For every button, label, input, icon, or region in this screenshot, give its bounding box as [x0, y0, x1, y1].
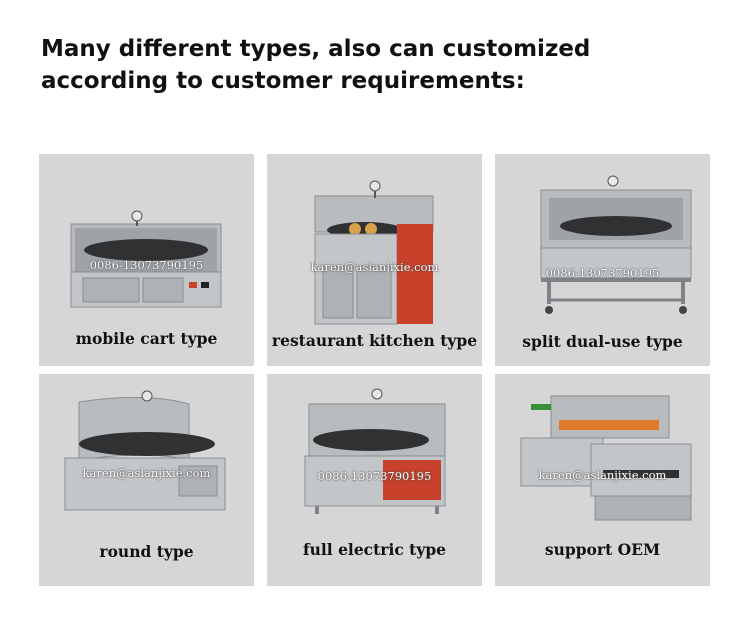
round-machine-image: [64, 390, 226, 511]
mobile-cart-machine-image: [70, 210, 222, 308]
product-watermark: karen@aslanjixie.com: [82, 466, 211, 480]
product-watermark: 0086-13073790195: [545, 266, 660, 280]
product-card-round[interactable]: karen@aslanjixie.com round type: [39, 374, 254, 586]
product-card-oem[interactable]: karen@aslanjixie.com support OEM: [495, 374, 710, 586]
headline-line-1: Many different types, also can customize…: [41, 36, 591, 62]
full-electric-machine-image: [304, 388, 446, 514]
product-watermark: karen@aslanjixie.com: [538, 468, 667, 482]
product-caption: restaurant kitchen type: [271, 331, 478, 350]
split-dual-use-machine-image: [540, 175, 692, 314]
product-caption: full electric type: [302, 540, 447, 559]
product-card-split-dual-use[interactable]: 0086-13073790195 split dual-use type: [495, 154, 710, 366]
product-caption: support OEM: [544, 540, 661, 559]
headline-line-2: according to customer requirements:: [41, 68, 525, 94]
oem-machine-image: [520, 395, 692, 521]
product-caption: round type: [99, 542, 194, 561]
product-card-mobile-cart[interactable]: 0086-13073790195 mobile cart type: [39, 154, 254, 366]
product-caption: split dual-use type: [522, 332, 683, 351]
headline: Many different types, also can customize…: [41, 33, 701, 97]
product-card-restaurant-kitchen[interactable]: karen@aslanjixie.com restaurant kitchen …: [267, 154, 482, 366]
product-watermark: 0086-13073790195: [89, 258, 204, 272]
restaurant-kitchen-machine-image: [314, 180, 434, 325]
product-card-full-electric[interactable]: 0086-13073790195 full electric type: [267, 374, 482, 586]
product-watermark: karen@aslanjixie.com: [310, 260, 439, 274]
product-caption: mobile cart type: [75, 329, 218, 348]
product-watermark: 0086-13073790195: [317, 469, 432, 483]
